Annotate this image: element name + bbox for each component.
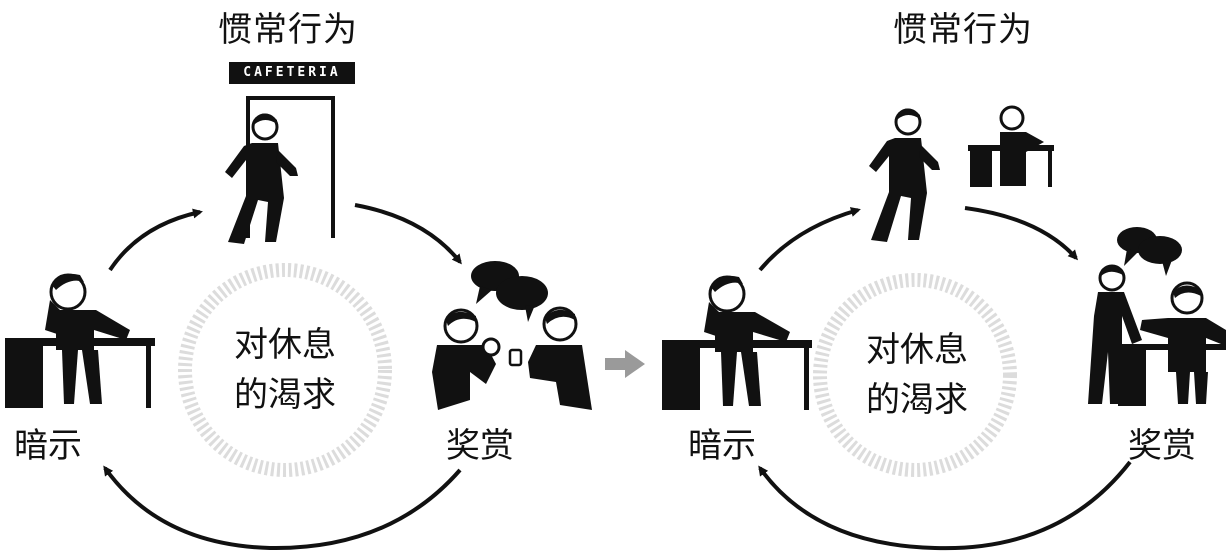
desk-icon <box>968 105 1054 187</box>
craving-label-line2: 的渴求 <box>866 380 968 420</box>
chatting-people-icon <box>1088 227 1226 406</box>
left-diagram <box>5 96 592 551</box>
cue-label: 暗示 <box>14 426 82 466</box>
reward-label: 奖赏 <box>446 426 514 466</box>
walking-person-icon <box>869 108 940 242</box>
person-at-desk-icon <box>662 275 812 410</box>
arrow-routine-to-reward <box>354 203 462 265</box>
center-ring <box>178 263 392 477</box>
speech-bubble-icon <box>471 261 548 322</box>
cue-label: 暗示 <box>688 426 756 466</box>
arrow-routine-to-reward <box>964 206 1079 261</box>
arrow-cue-to-routine <box>758 207 861 272</box>
center-ring <box>813 273 1017 477</box>
speech-bubble-icon <box>1117 227 1182 276</box>
person-at-desk-icon <box>5 273 155 408</box>
routine-label: 惯常行为 <box>218 10 358 50</box>
chatting-people-icon <box>432 261 592 410</box>
arrow-reward-to-cue <box>758 460 1132 551</box>
routine-label: 惯常行为 <box>893 10 1033 50</box>
craving-label-line1: 对休息 <box>866 330 968 370</box>
right-diagram <box>662 105 1226 551</box>
cafeteria-sign: CAFETERIA <box>229 62 355 84</box>
arrow-reward-to-cue <box>103 465 462 551</box>
transition-arrow-icon <box>605 350 645 378</box>
craving-label-line2: 的渴求 <box>234 375 336 415</box>
walking-person-icon <box>225 113 298 244</box>
craving-label-line1: 对休息 <box>234 325 336 365</box>
reward-label: 奖赏 <box>1128 426 1196 466</box>
arrow-cue-to-routine <box>108 208 203 272</box>
